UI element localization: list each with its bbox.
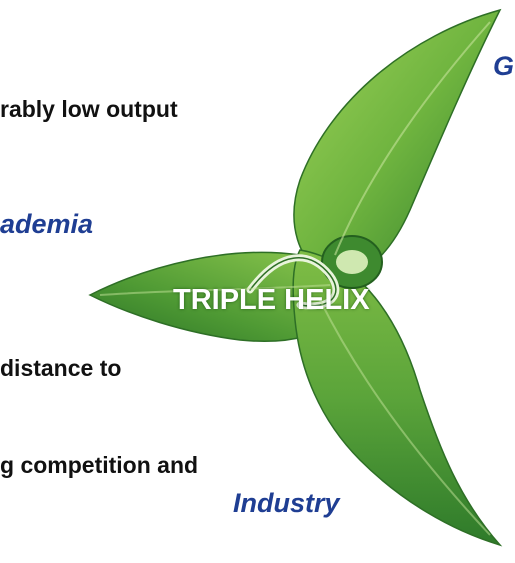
actor-label-industry: Industry [233,488,340,518]
triple-helix-label: TRIPLE HELIX [173,284,370,316]
helix-center-loop-outline [249,257,337,307]
bullet-text-3: g competition and [0,452,199,478]
bullet-text-2: distance to [0,355,122,381]
helix-center-hole [336,250,368,274]
government-leaf [293,8,502,278]
actor-label-academia: ademia [0,209,94,239]
industry-leaf [292,249,503,547]
academia-leaf-vein [99,284,331,296]
government-leaf-vein [334,21,491,256]
bullet-text-1: rably low output [0,96,178,122]
industry-leaf-vein [319,299,491,536]
actor-label-government: G [493,51,515,81]
